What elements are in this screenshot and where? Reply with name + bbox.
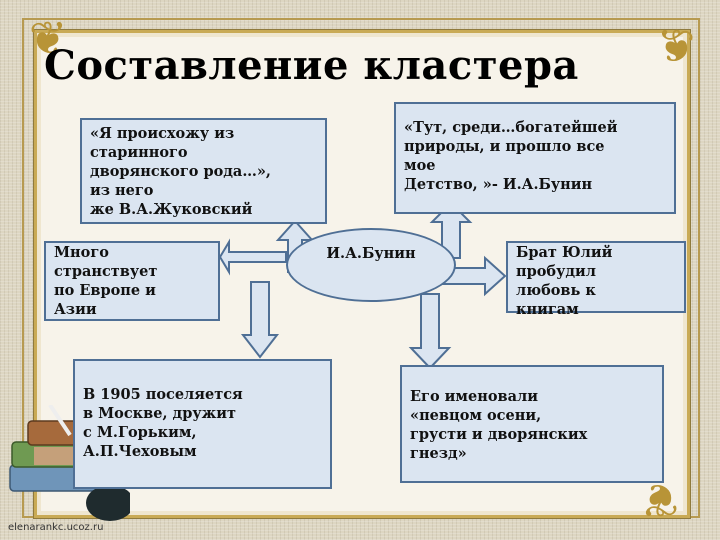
center-node-bunin: И.А.Бунин — [286, 228, 456, 302]
node-brother-julius: Брат Юлий пробудил любовь к книгам — [506, 241, 686, 318]
inkwell-icon — [86, 485, 130, 521]
arrow-left — [218, 238, 287, 276]
node-moscow-1905: В 1905 поселяется в Москве, дружит с М.Г… — [73, 359, 332, 489]
arrow-down-right — [408, 293, 452, 370]
ornament-corner-icon: ❦ — [28, 11, 68, 65]
node-singer-of-autumn: Его именовали «певцом осени, грусти и дв… — [400, 365, 664, 483]
watermark: elenarankc.ucoz.ru — [8, 522, 104, 533]
arrow-down-left — [240, 281, 280, 359]
slide-title: Составление кластера — [44, 42, 579, 89]
node-travels: Много странствует по Европе и Азии — [44, 241, 220, 321]
node-origin-quote: «Я происхожу из старинного дворянского р… — [80, 118, 327, 224]
node-childhood-quote: «Тут, среди…богатейшей природы, и прошло… — [394, 102, 676, 214]
